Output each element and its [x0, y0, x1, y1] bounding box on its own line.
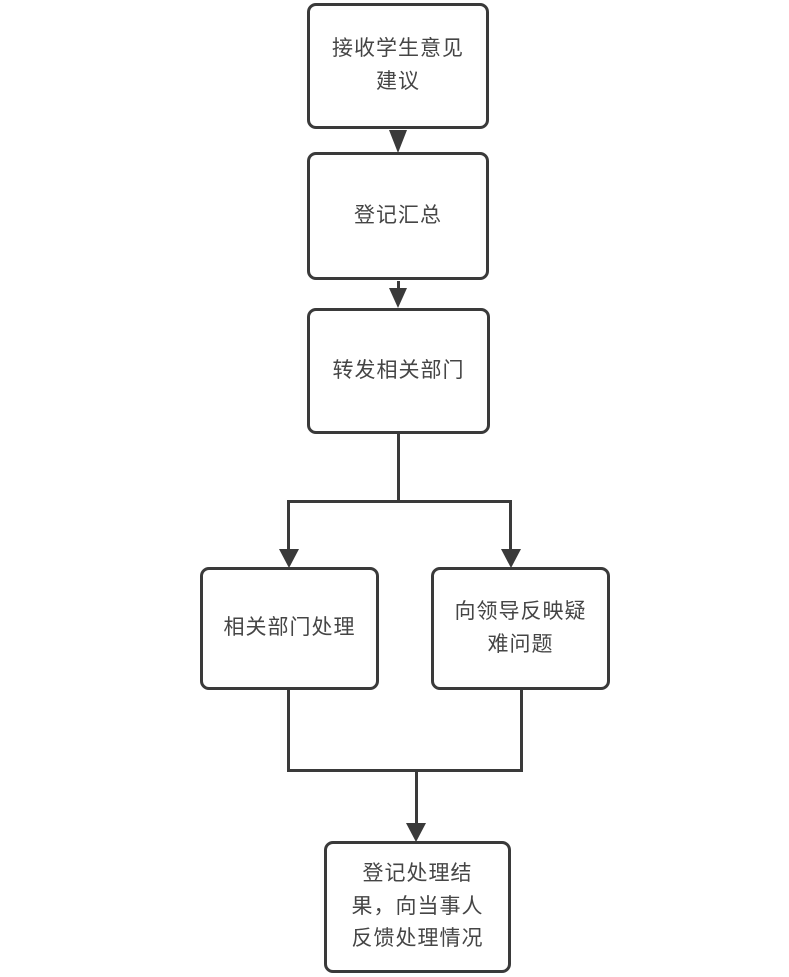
flow-node-department-handle: 相关部门处理 — [200, 567, 379, 690]
flow-node-label: 向领导反映疑 难问题 — [454, 599, 587, 656]
connector-line — [509, 500, 512, 552]
flow-node-label: 转发相关部门 — [332, 358, 465, 382]
connector-line — [397, 281, 400, 291]
connector-line — [520, 690, 523, 772]
arrow-down-icon — [279, 549, 299, 568]
flow-node-report-to-leader: 向领导反映疑 难问题 — [431, 567, 610, 690]
arrow-down-icon — [389, 288, 407, 308]
flow-node-register-result-feedback: 登记处理结 果，向当事人 反馈处理情况 — [324, 841, 511, 973]
flow-node-register-summarize: 登记汇总 — [307, 152, 489, 280]
connector-line — [397, 433, 400, 503]
flow-node-forward-departments: 转发相关部门 — [307, 308, 490, 434]
connector-line — [287, 690, 290, 772]
flow-node-label: 接收学生意见 建议 — [332, 37, 464, 93]
flow-node-label: 相关部门处理 — [223, 616, 356, 640]
connector-line — [287, 500, 512, 503]
arrow-down-icon — [406, 823, 426, 842]
arrow-down-icon — [389, 130, 407, 153]
connector-line — [287, 769, 523, 772]
flow-node-receive-student-feedback: 接收学生意见 建议 — [307, 3, 489, 129]
connector-line — [287, 500, 290, 552]
arrow-down-icon — [501, 549, 521, 568]
connector-line — [415, 769, 418, 827]
flow-node-label: 登记处理结 果，向当事人 反馈处理情况 — [351, 862, 484, 951]
flow-node-label: 登记汇总 — [354, 203, 442, 227]
